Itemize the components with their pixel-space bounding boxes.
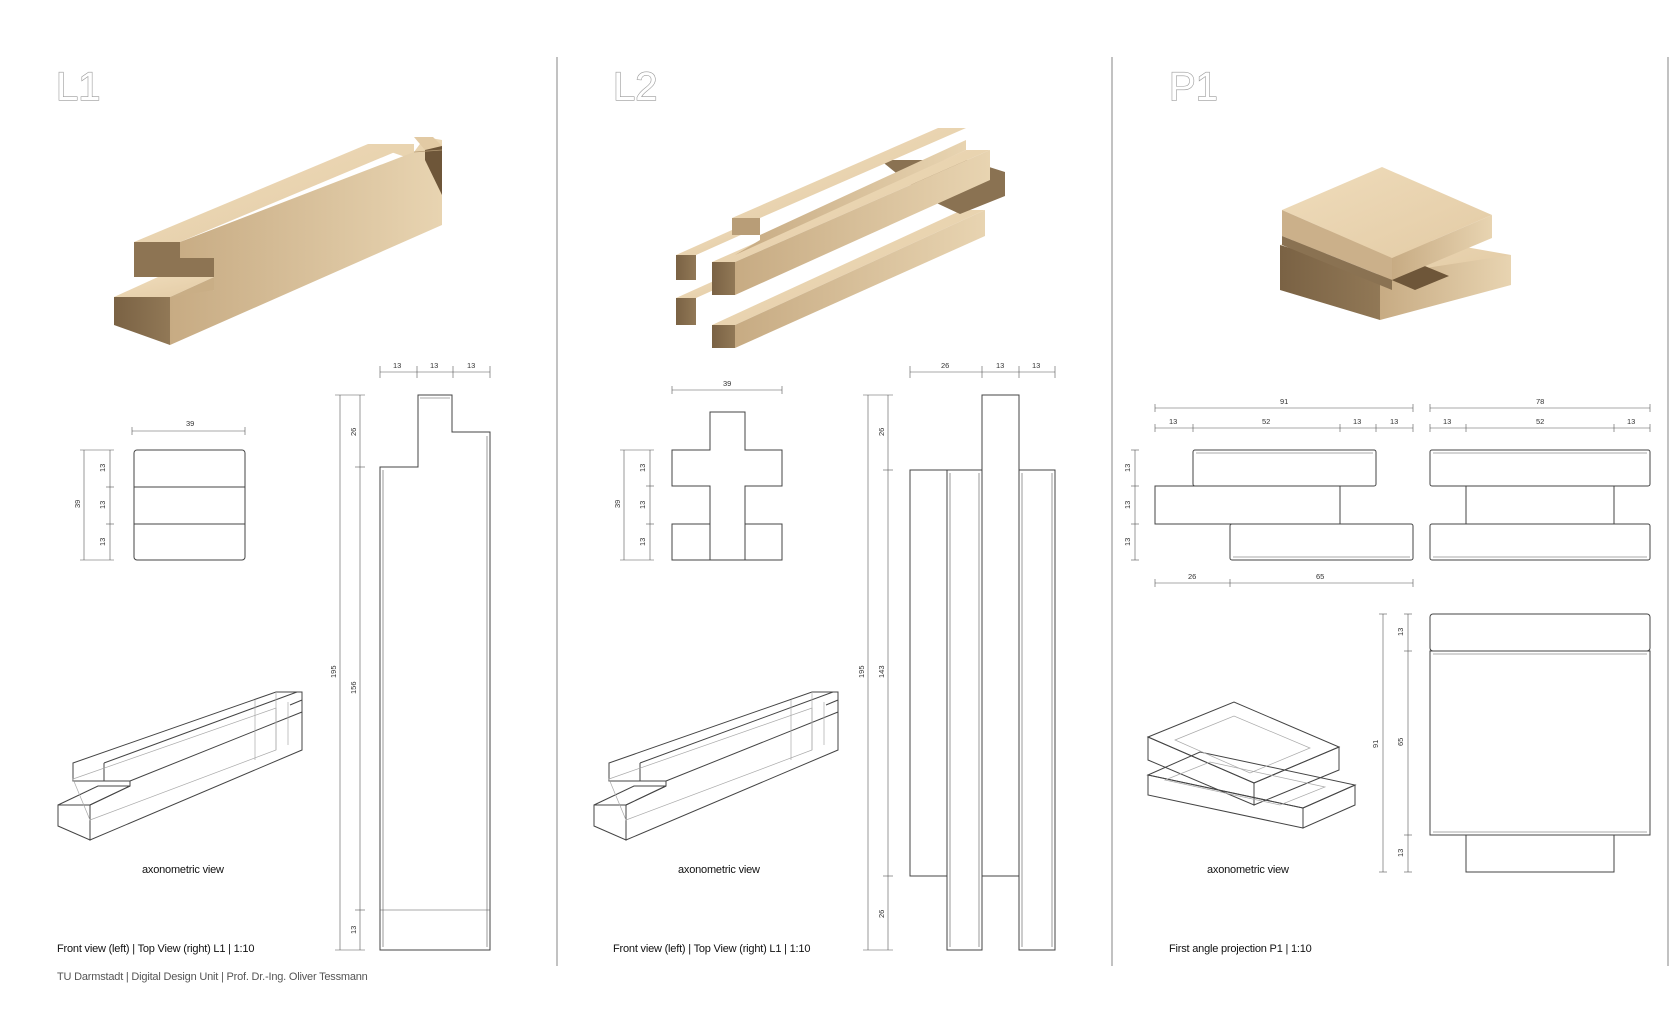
dim-label: 13 bbox=[1390, 417, 1398, 426]
dim-label: 26 bbox=[349, 428, 358, 436]
dim-label: 52 bbox=[1536, 417, 1544, 426]
dim-label: 91 bbox=[1371, 740, 1380, 748]
dim-label: 65 bbox=[1396, 738, 1405, 746]
l1-top-view: 13 13 13 195 26 156 13 bbox=[329, 361, 491, 951]
dim-label: 13 bbox=[1396, 628, 1405, 636]
axo-label: axonometric view bbox=[142, 864, 224, 876]
l2-render bbox=[676, 128, 1005, 348]
dim-label: 195 bbox=[857, 665, 866, 678]
dim-label: 52 bbox=[1262, 417, 1270, 426]
dim-label: 13 bbox=[430, 361, 438, 370]
panel-caption: Front view (left) | Top View (right) L1 … bbox=[57, 943, 254, 955]
dim-label: 26 bbox=[1188, 572, 1196, 581]
l2-top-view: 26 13 13 195 26 143 26 bbox=[857, 361, 1056, 951]
dim-label: 26 bbox=[877, 428, 886, 436]
dim-label: 39 bbox=[613, 500, 622, 508]
l2-wireframe-axo: axonometric view bbox=[593, 691, 839, 876]
dim-label: 13 bbox=[1123, 464, 1132, 472]
dim-label: 78 bbox=[1536, 397, 1544, 406]
p1-wireframe-axo: axonometric view bbox=[1146, 701, 1357, 876]
panel-title: P1 bbox=[1169, 65, 1218, 109]
l1-render bbox=[114, 137, 443, 345]
dim-label: 13 bbox=[1396, 849, 1405, 857]
panel-l1: L1 39 bbox=[55, 64, 491, 955]
dim-label: 91 bbox=[1280, 397, 1288, 406]
dim-label: 13 bbox=[467, 361, 475, 370]
p1-render bbox=[1280, 167, 1511, 320]
panel-caption: First angle projection P1 | 1:10 bbox=[1169, 943, 1312, 955]
dim-label: 13 bbox=[1123, 501, 1132, 509]
p1-plan-view: 91 13 65 13 bbox=[1371, 613, 1651, 873]
panel-title: L2 bbox=[613, 65, 658, 109]
footer-credits: TU Darmstadt | Digital Design Unit | Pro… bbox=[57, 971, 368, 983]
l1-front-view: 39 39 13 13 13 bbox=[73, 419, 246, 561]
dim-label: 13 bbox=[98, 538, 107, 546]
panel-p1: P1 91 bbox=[1123, 64, 1651, 955]
axo-label: axonometric view bbox=[678, 864, 760, 876]
p1-side-view: 78 13 52 13 bbox=[1429, 397, 1651, 561]
dim-label: 13 bbox=[996, 361, 1004, 370]
dim-label: 13 bbox=[1443, 417, 1451, 426]
panel-l2: L2 bbox=[593, 64, 1056, 955]
dim-label: 26 bbox=[877, 910, 886, 918]
panel-caption: Front view (left) | Top View (right) L1 … bbox=[613, 943, 810, 955]
dim-label: 13 bbox=[98, 501, 107, 509]
dim-label: 195 bbox=[329, 665, 338, 678]
dim-label: 13 bbox=[98, 464, 107, 472]
dim-label: 13 bbox=[349, 926, 358, 934]
l2-front-view: 39 39 13 13 13 bbox=[613, 379, 783, 561]
dim-label: 39 bbox=[723, 379, 731, 388]
l1-wireframe-axo: axonometric view bbox=[57, 691, 303, 876]
dim-label: 13 bbox=[1123, 538, 1132, 546]
dim-label: 143 bbox=[877, 665, 886, 678]
dim-label: 13 bbox=[1169, 417, 1177, 426]
p1-front-view: 91 13 52 13 13 13 13 13 26 bbox=[1123, 397, 1414, 587]
dim-label: 13 bbox=[393, 361, 401, 370]
dim-label: 13 bbox=[1353, 417, 1361, 426]
dim-label: 65 bbox=[1316, 572, 1324, 581]
dim-label: 13 bbox=[638, 501, 647, 509]
dim-label: 156 bbox=[349, 681, 358, 694]
dim-label: 13 bbox=[638, 538, 647, 546]
axo-label: axonometric view bbox=[1207, 864, 1289, 876]
dim-label: 39 bbox=[186, 419, 194, 428]
dim-label: 13 bbox=[1627, 417, 1635, 426]
dim-label: 26 bbox=[941, 361, 949, 370]
panel-title: L1 bbox=[56, 65, 101, 109]
dim-label: 13 bbox=[638, 464, 647, 472]
dim-label: 39 bbox=[73, 500, 82, 508]
dim-label: 13 bbox=[1032, 361, 1040, 370]
